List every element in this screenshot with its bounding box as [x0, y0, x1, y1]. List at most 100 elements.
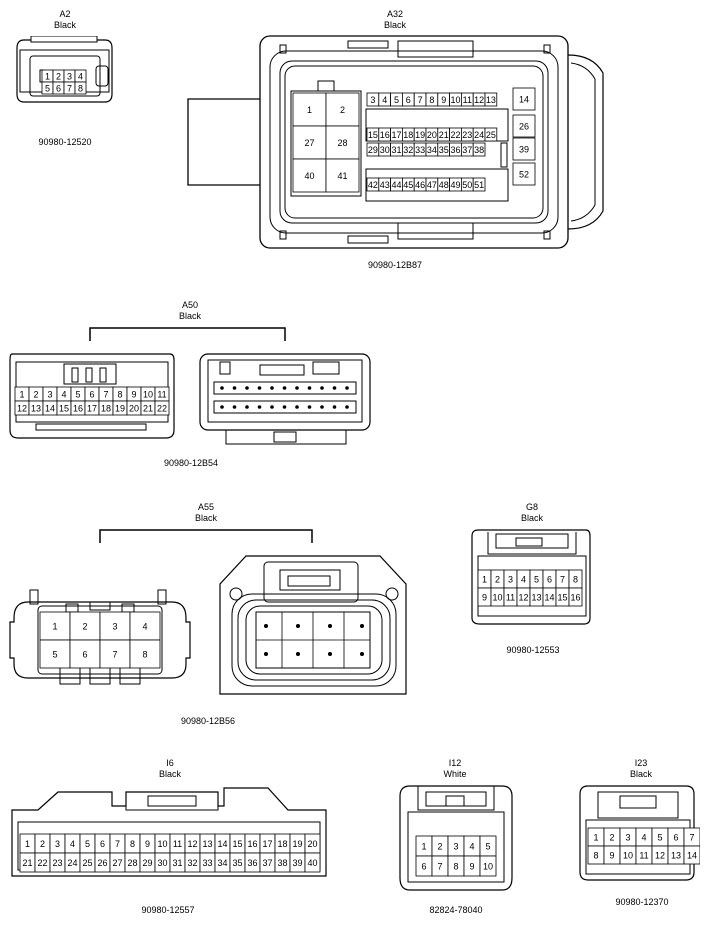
g8-pin-5-label: 5 [534, 575, 539, 585]
g8-color: Black [520, 513, 543, 523]
i6-pin-12-label: 12 [187, 839, 197, 849]
g8-pin-4-label: 4 [521, 575, 526, 585]
a50-pin-5-label: 5 [75, 390, 80, 400]
a50-rear-terminal [345, 405, 349, 409]
a32-pin-22-label: 22 [450, 130, 460, 140]
a50-rear-terminal [257, 386, 262, 390]
a32-pin-41-cell [325, 158, 360, 193]
i6-pin-33-label: 33 [202, 858, 212, 868]
i6-pin-1-label: 1 [25, 839, 30, 849]
a32-pin-52-cell [512, 162, 536, 186]
a55-pin-1-cell [39, 611, 71, 641]
a32-pin-42-label: 42 [368, 180, 378, 190]
a50-id: A50 [181, 300, 198, 310]
g8-pin-11-label: 11 [506, 593, 515, 603]
connector-a50-rear [199, 353, 371, 445]
a32-pin-21-label: 21 [439, 130, 449, 140]
a50-pin-11-label: 11 [157, 390, 166, 400]
i6-pin-28-label: 28 [127, 858, 137, 868]
a55-part-number: 90980-12B56 [180, 716, 236, 726]
a50-rear-terminal [295, 386, 299, 390]
g8-label: G8 Black [507, 502, 557, 524]
i12-pin-8-label: 8 [453, 862, 458, 872]
i6-pin-23-label: 23 [52, 858, 62, 868]
i23-label: I23 Black [616, 758, 666, 780]
a2-pin-3-label: 3 [67, 72, 72, 82]
g8-pin-14-label: 14 [544, 593, 554, 603]
i23-pin-8-label: 8 [593, 851, 598, 861]
i12-pin-10-label: 10 [483, 862, 493, 872]
a32-pin-52-label: 52 [519, 170, 529, 180]
a55-rear-terminal [264, 624, 268, 628]
a2-pin-7-label: 7 [67, 84, 72, 94]
a50-rear-terminal [270, 386, 274, 390]
a55-pin-8-cell [129, 639, 161, 669]
a32-pin-24-label: 24 [474, 130, 484, 140]
a55-pin-5-cell [39, 639, 71, 669]
a50-rear-terminal [282, 405, 287, 409]
a55-pin-1-label: 1 [52, 622, 57, 632]
i6-pin-34-label: 34 [217, 858, 227, 868]
a32-pin-41-label: 41 [337, 171, 347, 181]
a50-part-number: 90980-12B54 [163, 458, 219, 468]
i23-id: I23 [634, 758, 648, 768]
a50-pin-21-label: 21 [143, 404, 153, 414]
i23-pin-11-label: 11 [639, 851, 648, 861]
i6-pin-2-label: 2 [40, 839, 45, 849]
i6-pin-4-label: 4 [70, 839, 75, 849]
i6-pin-9-label: 9 [145, 839, 150, 849]
a32-pin-16-label: 16 [380, 130, 390, 140]
i6-pin-26-label: 26 [97, 858, 107, 868]
i23-pin-1-label: 1 [593, 833, 598, 843]
g8-id: G8 [525, 502, 538, 512]
i6-pin-39-label: 39 [292, 858, 302, 868]
a32-id: A32 [386, 9, 403, 19]
a50-pin-17-label: 17 [87, 404, 97, 414]
a32-pin-32-label: 32 [403, 145, 413, 155]
i6-pin-40-label: 40 [307, 858, 317, 868]
a32-pin-28-label: 28 [337, 138, 347, 148]
a32-pin-48-label: 48 [439, 180, 449, 190]
a50-rear-terminal [257, 405, 262, 409]
i6-pin-8-label: 8 [130, 839, 135, 849]
i6-pin-15-label: 15 [232, 839, 242, 849]
i12-pin-2-label: 2 [437, 842, 442, 852]
connector-a55-rear [219, 555, 407, 695]
i6-pin-36-label: 36 [247, 858, 257, 868]
a55-pin-2-label: 2 [82, 622, 87, 632]
i23-part-number: 90980-12370 [615, 897, 669, 907]
a32-pin-40-cell [292, 158, 327, 193]
a2-pin-5-label: 5 [45, 84, 50, 94]
i23-pin-12-label: 12 [655, 851, 665, 861]
g8-pin-7-label: 7 [560, 575, 565, 585]
a32-color: Black [383, 20, 406, 30]
a55-pin-7-cell [99, 639, 131, 669]
a50-pin-6-label: 6 [89, 390, 94, 400]
a32-pin-8-label: 8 [429, 95, 434, 105]
a32-pin-14-cell [512, 87, 536, 111]
g8-pin-15-label: 15 [557, 593, 567, 603]
i23-pin-9-label: 9 [609, 851, 614, 861]
a55-pin-5-label: 5 [52, 650, 57, 660]
a32-pin-13-label: 13 [486, 95, 496, 105]
a50-pin-7-label: 7 [103, 390, 108, 400]
i23-pin-2-label: 2 [609, 833, 614, 843]
a32-pin-50-label: 50 [462, 180, 472, 190]
a50-pin-22-cell [154, 400, 170, 416]
i23-pin-7-label: 7 [689, 833, 694, 843]
i6-pin-17-label: 17 [262, 839, 272, 849]
i6-pin-16-label: 16 [247, 839, 257, 849]
g8-pin-12-label: 12 [518, 593, 528, 603]
i6-pin-13-label: 13 [202, 839, 212, 849]
a50-rear-terminal [345, 386, 349, 390]
a55-rear-terminal [296, 624, 300, 628]
a50-pin-20-label: 20 [129, 404, 139, 414]
a55-rear-terminal [328, 624, 332, 628]
i23-pin-6-label: 6 [673, 833, 678, 843]
